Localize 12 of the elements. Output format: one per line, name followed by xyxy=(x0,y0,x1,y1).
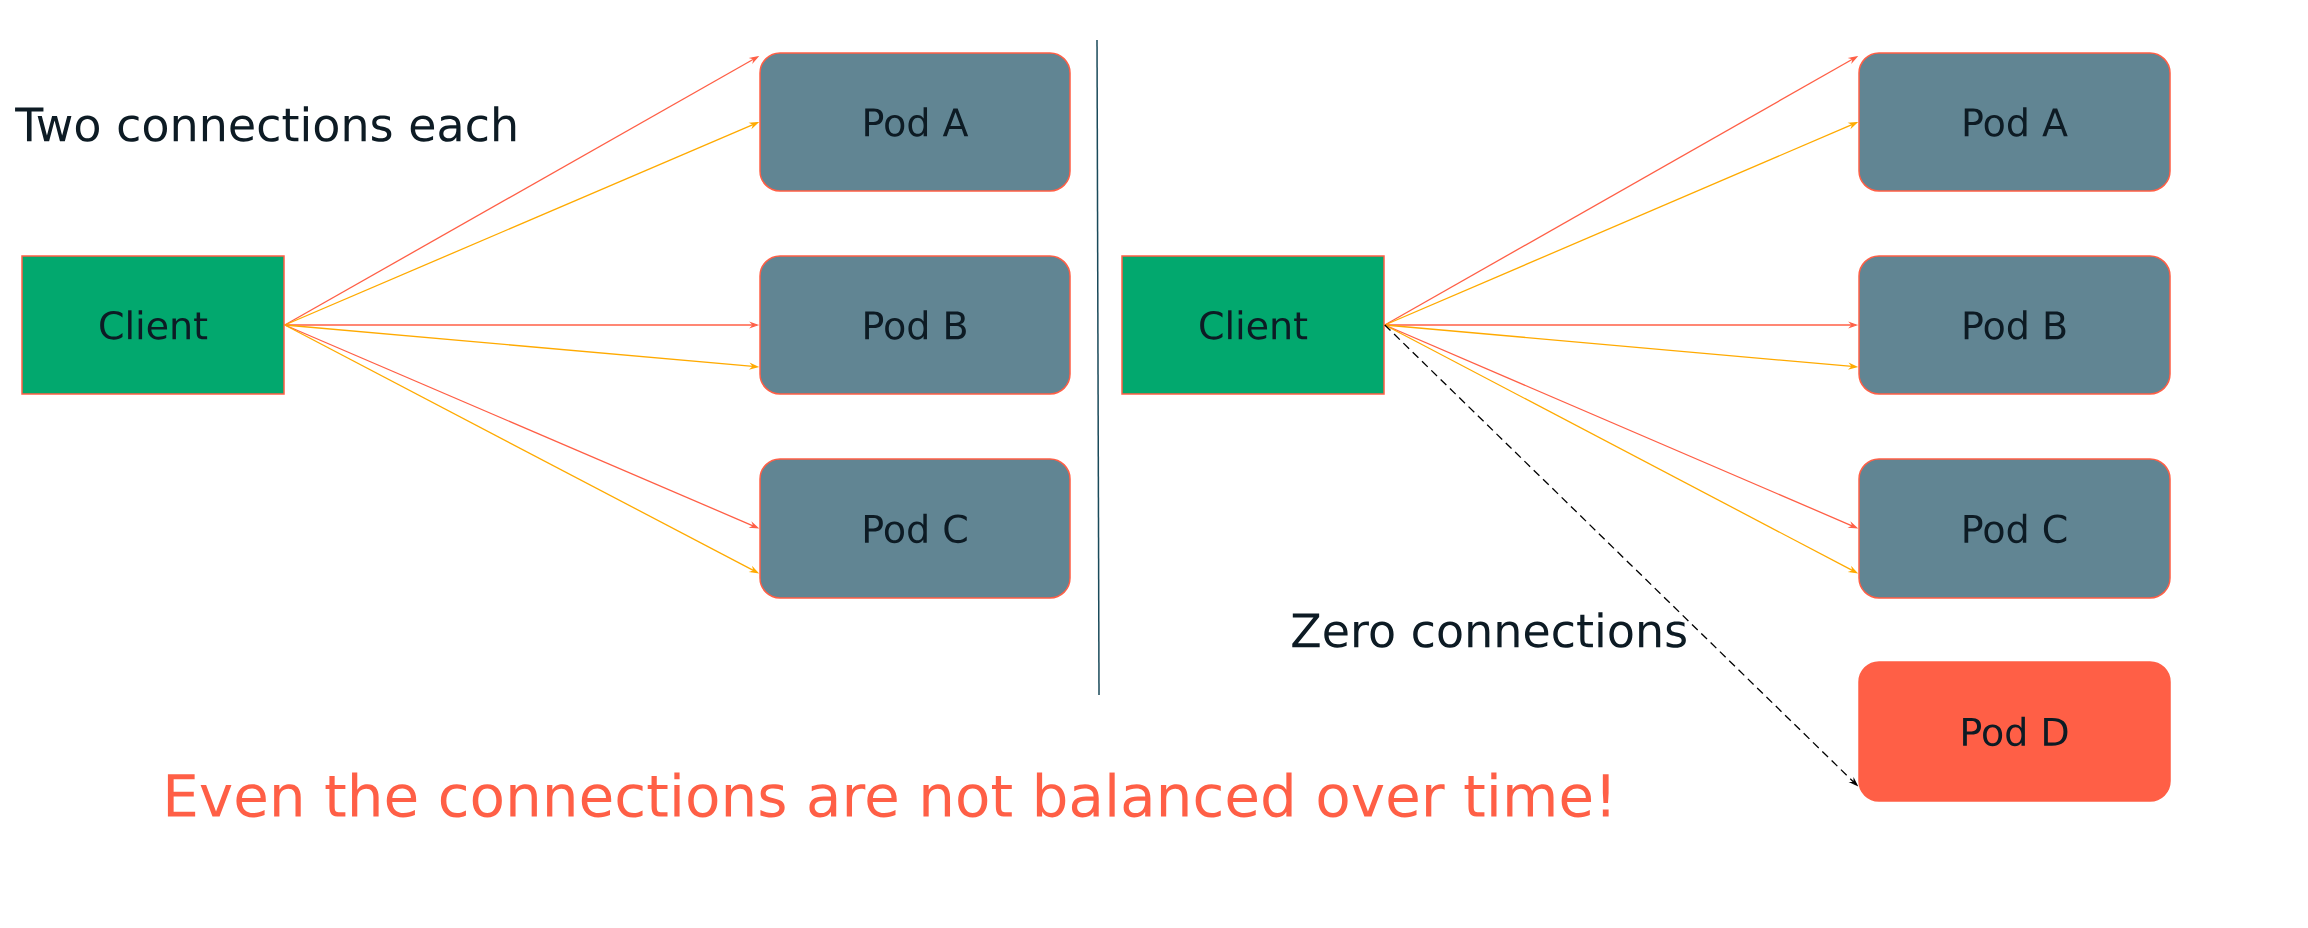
text-label: Even the connections are not balanced over time! xyxy=(167,772,1609,818)
pod-box: Pod A xyxy=(759,52,1071,192)
pod-box: Pod C xyxy=(1858,458,2171,599)
pod-box: Pod B xyxy=(759,255,1071,395)
client-box: Client xyxy=(21,255,285,395)
text-label: Two connections each xyxy=(15,106,516,142)
pod-box: Pod A xyxy=(1858,52,2171,192)
pod-box: Pod B xyxy=(1858,255,2171,395)
pod-box: Pod D xyxy=(1858,661,2171,802)
pod-box: Pod C xyxy=(759,458,1071,599)
text-label: Zero connections xyxy=(1292,612,1686,648)
client-box: Client xyxy=(1121,255,1385,395)
